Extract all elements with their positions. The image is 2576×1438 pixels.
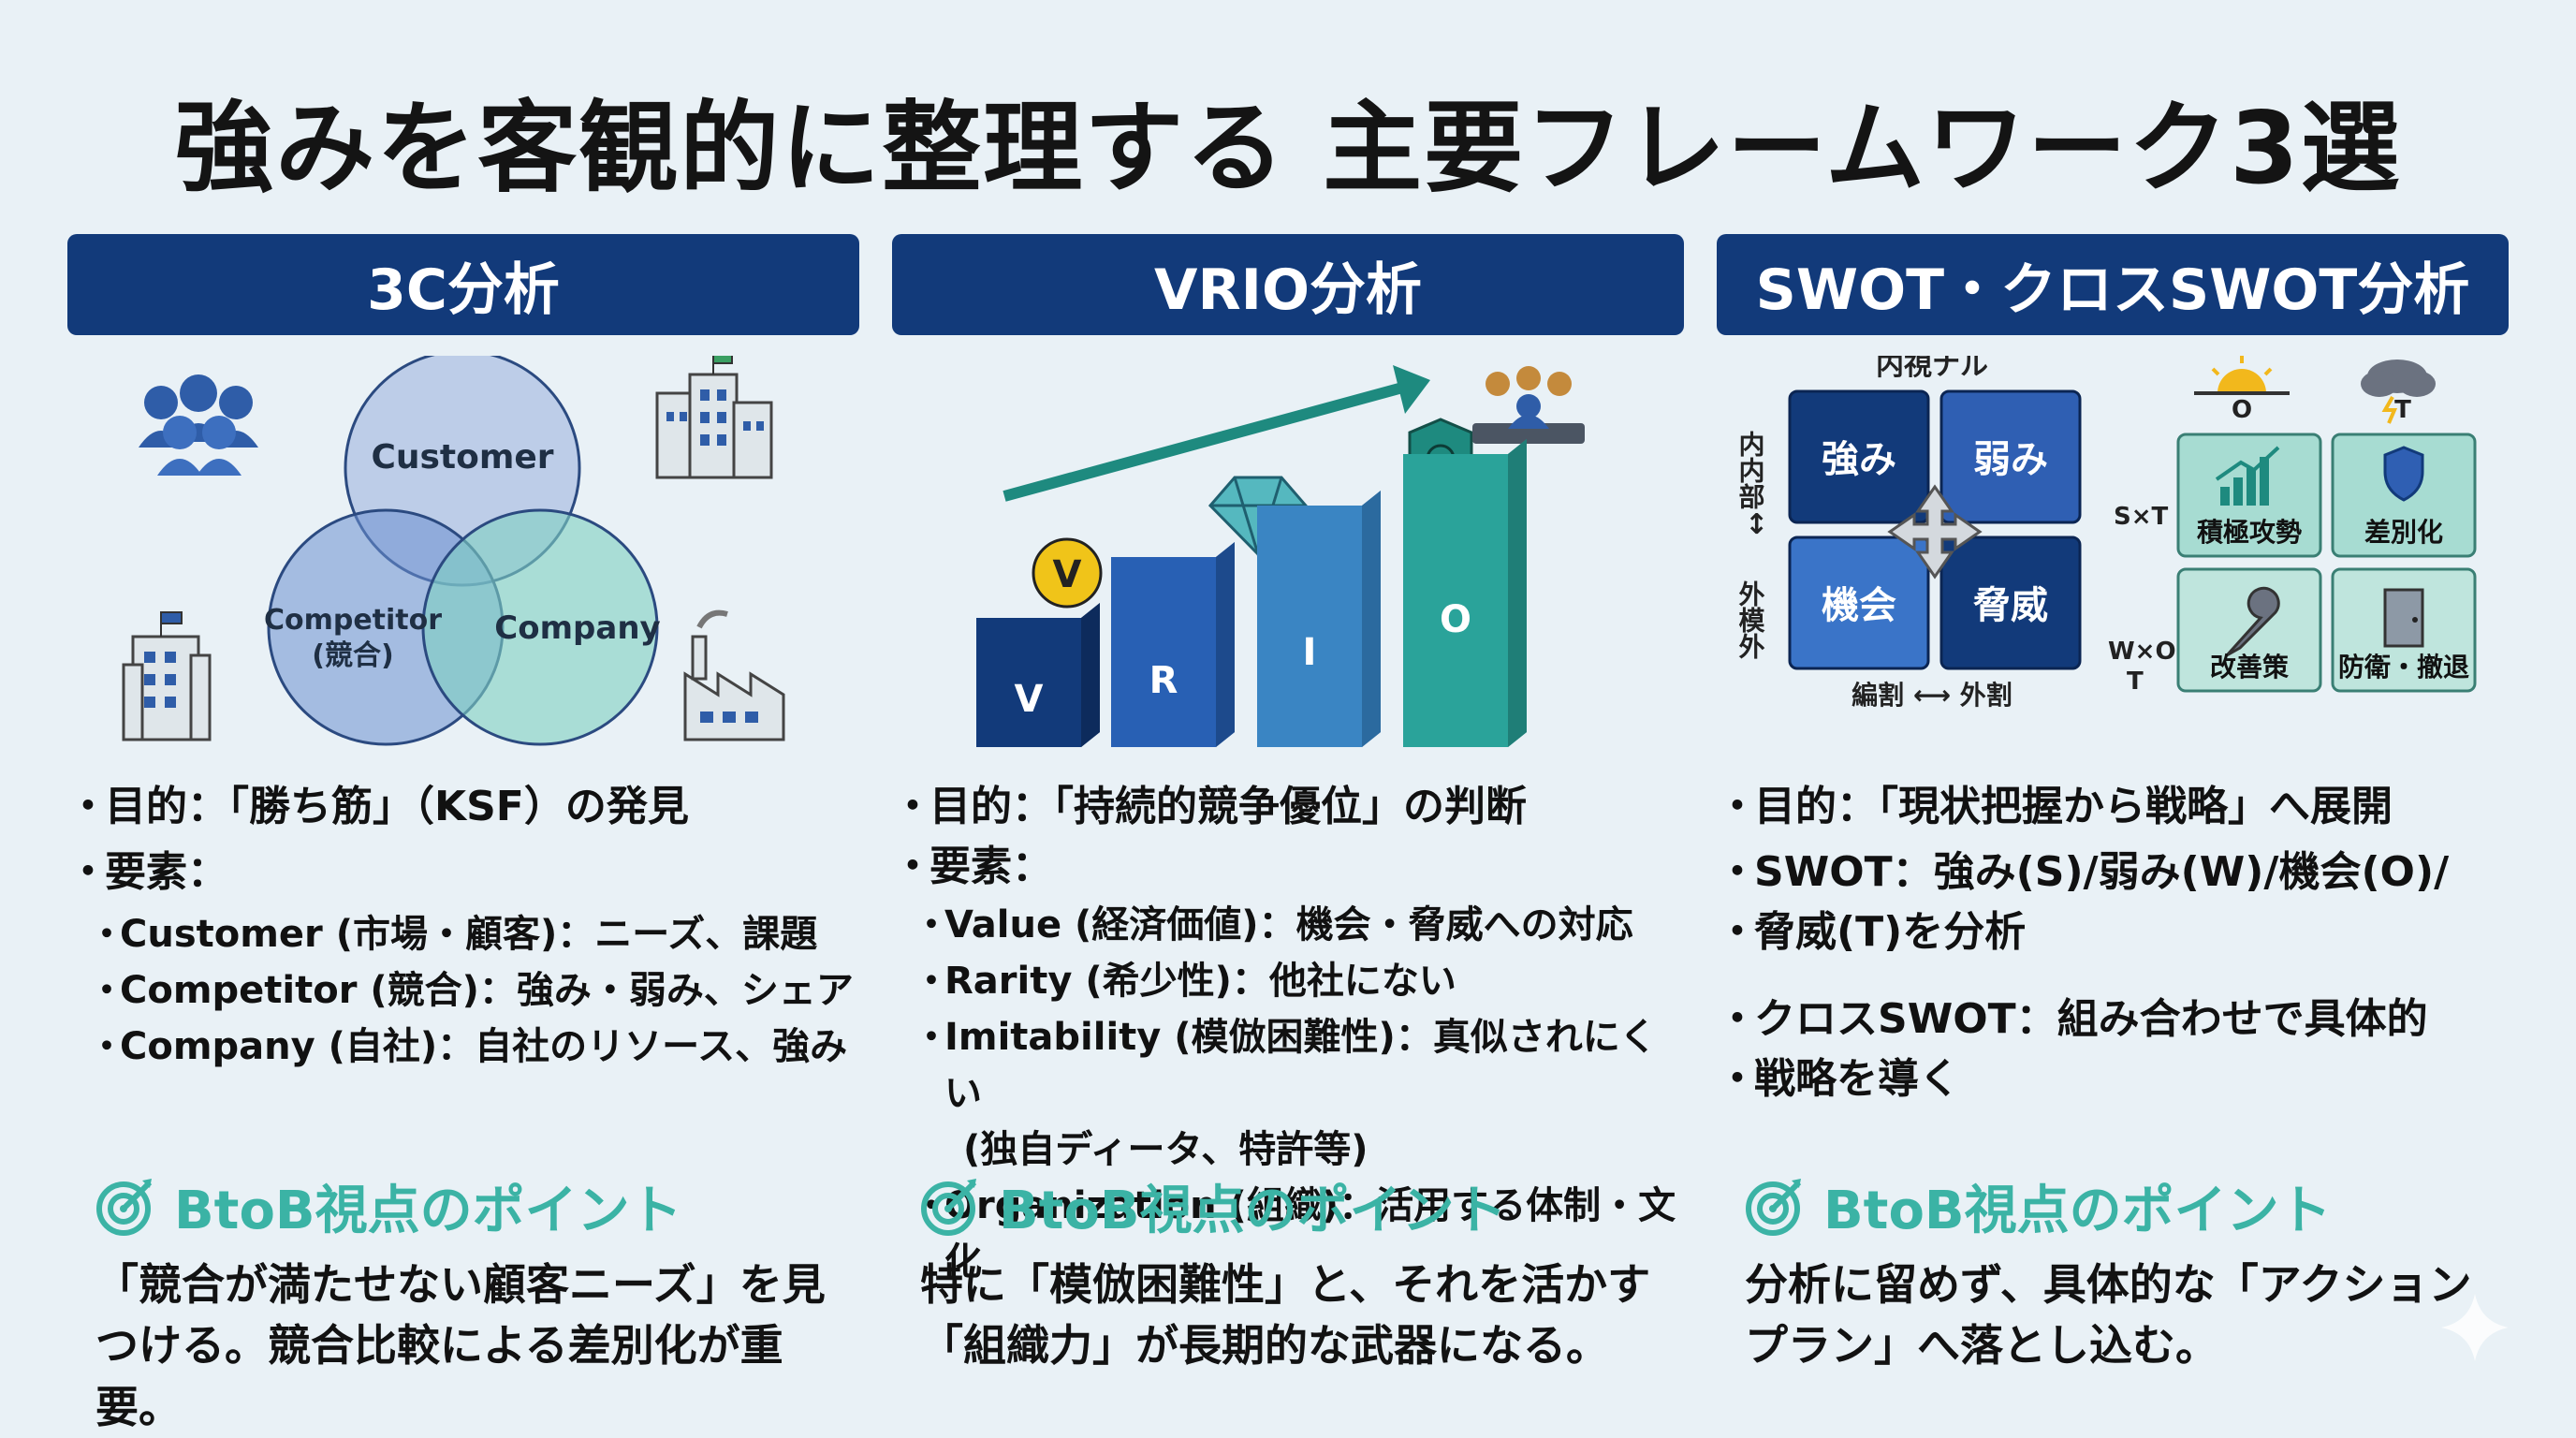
point-body-swot: 分析に留めず、具体的な「アクション プラン」へ落とし込む。 <box>1745 1255 2512 1377</box>
sun-label: O <box>2232 396 2252 424</box>
cross-row2-label: W×O <box>2108 638 2176 666</box>
factory-icon <box>683 609 785 741</box>
growth-arrow <box>1003 378 1418 502</box>
svg-text:積極攻勢: 積極攻勢 <box>2197 517 2302 548</box>
four-way-arrow-icon <box>1887 484 1983 580</box>
wrench-icon <box>2225 586 2280 657</box>
svg-text:I: I <box>1303 631 1317 674</box>
swot-cell-weakness <box>1939 389 2082 524</box>
bar-chart-icon <box>2215 446 2280 506</box>
cross-swot-desc: クロスSWOT：組み合わせで具体的 <box>1717 990 2509 1049</box>
column-vrio: VRIO分析 V V R I O 目的：「持続的競争優位」の判断 要素： Val… <box>892 234 1684 1386</box>
text-3c: 目的：「勝ち筋」（KSF）の発見 要素： Customer (市場・顧客)：ニー… <box>67 777 859 1075</box>
competitor-sub-label: (競合) <box>312 639 393 672</box>
svg-text:O: O <box>1440 598 1471 641</box>
customer-label: Customer <box>371 438 553 477</box>
office-building-icon <box>122 611 212 741</box>
point-title: BtoB視点のポイント <box>999 1180 1507 1241</box>
purpose-swot: 目的：「現状把握から戦略」へ展開 <box>1717 777 2509 837</box>
competitor-label: Competitor <box>264 604 442 637</box>
svg-text:防衛・撤退: 防衛・撤退 <box>2338 652 2469 682</box>
svg-text:弱み: 弱み <box>1973 438 2048 481</box>
text-swot: 目的：「現状把握から戦略」へ展開 SWOT：強み(S)/弱み(W)/機会(O)/… <box>1717 777 2509 1109</box>
text-vrio: 目的：「持続的競争優位」の判断 要素： Value (経済価値)：機会・脅威への… <box>892 777 1684 1290</box>
sparkle-icon <box>2441 1294 2509 1361</box>
svg-text:R: R <box>1149 659 1178 702</box>
purpose-vrio: 目的：「持続的競争優位」の判断 <box>892 777 1684 837</box>
shield-icon <box>2383 446 2424 502</box>
list-item: Value (経済価値)：機会・脅威への対応 <box>892 897 1684 953</box>
point-line: 分析に留めず、具体的な「アクション <box>1745 1259 2472 1310</box>
list-item-continuation: (独自ディータ、特許等) <box>963 1127 1368 1171</box>
diagram-vrio: V V R I O <box>892 356 1684 749</box>
swot-cell-strength <box>1788 389 1930 524</box>
v-coin-icon: V <box>1032 537 1103 609</box>
page-title: 強みを客観的に整理する 主要フレームワーク3選 <box>174 91 2402 206</box>
vertical-arrow-icon: ↕ <box>1745 508 1768 541</box>
city-buildings-icon <box>655 353 773 479</box>
svg-text:V: V <box>1053 553 1082 596</box>
header-3c: 3C分析 <box>67 234 859 335</box>
point-title: BtoB視点のポイント <box>174 1180 682 1241</box>
storm-label: T <box>2394 396 2411 424</box>
point-line: 特に「模倣困難性」と、それを活かす <box>920 1259 1651 1310</box>
list-item: Organization (組織)：活用する体制・文化 <box>892 1178 1684 1290</box>
swot-top-label: 内視ナル <box>1876 356 1988 382</box>
list-item: Imitability (模倣困難性)：真似されにくい <box>892 1009 1684 1122</box>
header-swot: SWOT・クロスSWOT分析 <box>1717 234 2509 335</box>
door-icon <box>2383 588 2424 648</box>
swot-cell-opportunity <box>1788 536 1930 670</box>
vrio-bars: V R I O <box>976 439 1527 747</box>
elements-label-vrio: 要素： <box>892 837 1684 897</box>
point-line: 「組織力」が長期的な武器になる。 <box>920 1320 1609 1372</box>
storm-cloud-icon <box>2361 360 2436 424</box>
purpose-3c: 目的：「勝ち筋」（KSF）の発見 <box>67 777 859 837</box>
point-body-vrio: 特に「模倣困難性」と、それを活かす 「組織力」が長期的な武器になる。 <box>920 1255 1688 1377</box>
company-circle <box>421 508 659 746</box>
svg-text:改善策: 改善策 <box>2210 652 2289 682</box>
point-swot: BtoB視点のポイント 分析に留めず、具体的な「アクション プラン」へ落とし込む… <box>1745 1170 2512 1377</box>
point-line: 「競合が満たせない顧客ニーズ」を見 <box>95 1259 826 1310</box>
list-item: Company (自社)：自社のリソース、強み <box>67 1019 859 1075</box>
list-item: Customer (市場・顧客)：ニーズ、課題 <box>67 906 859 962</box>
header-vrio: VRIO分析 <box>892 234 1684 335</box>
cross-row1-label: S×T <box>2114 503 2169 531</box>
list-item: Rarity (希少性)：他社にない <box>892 953 1684 1009</box>
swot-desc-cont: 脅威(T)を分析 <box>1717 902 2509 962</box>
diagram-3c: Customer Competitor (競合) Company <box>67 349 859 749</box>
team-meeting-icon <box>1472 366 1585 444</box>
target-icon <box>921 1179 977 1236</box>
swot-bottom-label: 編割 ⟷ 外割 <box>1852 680 2012 711</box>
point-title: BtoB視点のポイント <box>1823 1180 2332 1241</box>
point-body-3c: 「競合が満たせない顧客ニーズ」を見 つける。競合比較による差別化が重要。 <box>95 1255 863 1438</box>
list-item: Competitor (競合)：強み・弱み、シェア <box>67 962 859 1019</box>
svg-text:V: V <box>1015 678 1044 721</box>
point-3c: BtoB視点のポイント 「競合が満たせない顧客ニーズ」を見 つける。競合比較によ… <box>95 1170 863 1438</box>
svg-text:差別化: 差別化 <box>2364 517 2443 548</box>
sun-icon <box>2194 356 2290 395</box>
swot-left-label-bottom: 外模外 <box>1735 580 1766 659</box>
point-line: プラン」へ落とし込む。 <box>1745 1320 2218 1372</box>
svg-text:脅威: 脅威 <box>1973 584 2048 627</box>
svg-text:強み: 強み <box>1822 438 1896 481</box>
swot-cell-threat <box>1939 536 2082 670</box>
people-group-icon <box>139 374 258 476</box>
elements-label-3c: 要素： <box>67 843 859 902</box>
cross-swot-desc-cont: 戦略を導く <box>1717 1049 2509 1109</box>
diagram-swot: 内視ナル 内内部 外模外 ↕ 強み 弱み 機会 脅威 編割 ⟷ 外割 O T S… <box>1717 349 2509 749</box>
swot-left-label-top: 内内部 <box>1735 431 1766 509</box>
target-icon <box>1746 1179 1802 1236</box>
svg-text:機会: 機会 <box>1822 584 1896 627</box>
swot-desc: SWOT：強み(S)/弱み(W)/機会(O)/ <box>1717 843 2509 902</box>
point-line: つける。競合比較による差別化が重要。 <box>95 1320 783 1432</box>
company-label: Company <box>494 609 660 647</box>
point-vrio: BtoB視点のポイント 特に「模倣困難性」と、それを活かす 「組織力」が長期的な… <box>920 1170 1688 1377</box>
cross-row2-sublabel: T <box>2127 668 2144 696</box>
column-3c: 3C分析 <box>67 234 859 1432</box>
column-swot: SWOT・クロスSWOT分析 内視ナル 内内部 外模外 ↕ 強み 弱み 機会 脅… <box>1717 234 2509 1386</box>
target-icon <box>96 1179 153 1236</box>
